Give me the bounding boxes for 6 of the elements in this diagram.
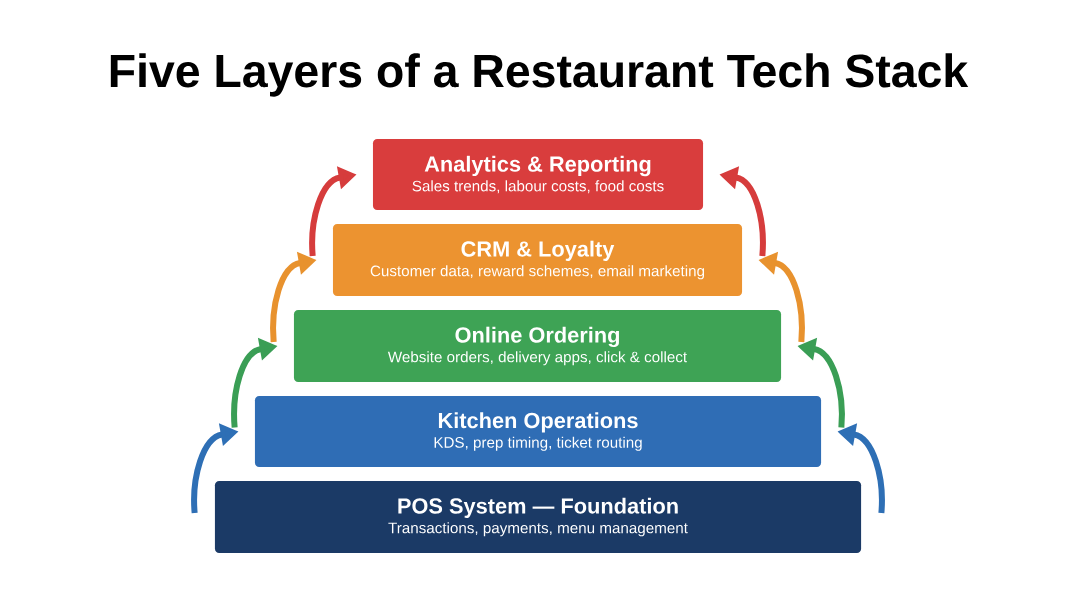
layer-box: Analytics & Reporting Sales trends, labour costs, food costs	[372, 139, 704, 210]
layer-box: Kitchen Operations KDS, prep timing, ticket routing	[254, 396, 822, 467]
layer-box: CRM & Loyalty Customer data, reward schemes, email marketing	[332, 224, 743, 296]
title: Five Layers of a Restaurant Tech Stack	[110, 53, 969, 97]
layer-box: POS System — Foundation Transactions, payments, menu management	[214, 481, 862, 553]
layer-box: Online Ordering Website orders, delivery apps, click & collect	[293, 310, 782, 382]
